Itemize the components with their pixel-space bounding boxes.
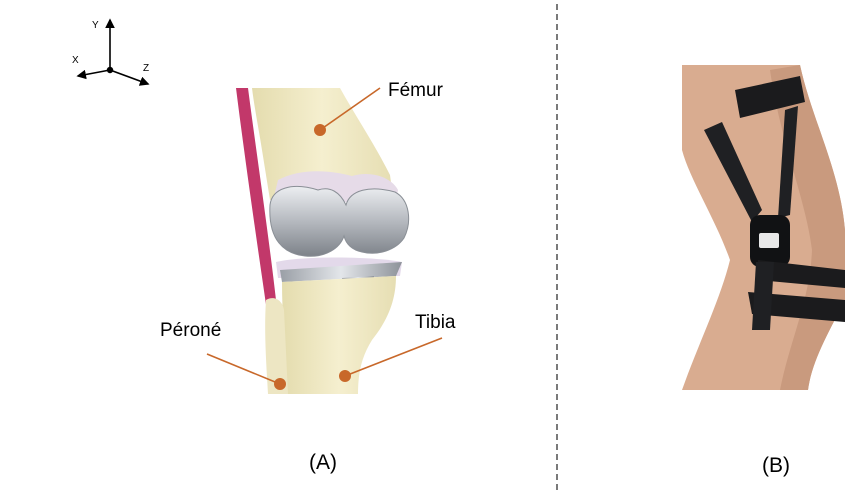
brace-logo-plate (759, 233, 779, 248)
panel-b-caption: (B) (762, 454, 790, 478)
